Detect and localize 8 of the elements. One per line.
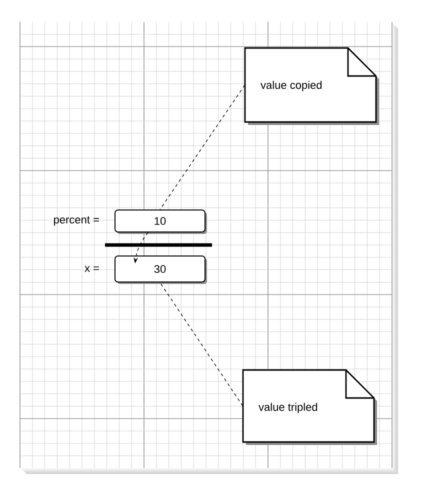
leader-line — [160, 282, 244, 406]
value-box: 10 — [114, 210, 207, 234]
variable-label: x = — [84, 266, 99, 272]
note-box: value tripled — [242, 369, 377, 445]
value-box: 30 — [114, 256, 207, 284]
variable-label: percent = — [54, 216, 99, 226]
note-box: value copied — [244, 47, 379, 125]
leader-line — [160, 84, 246, 210]
